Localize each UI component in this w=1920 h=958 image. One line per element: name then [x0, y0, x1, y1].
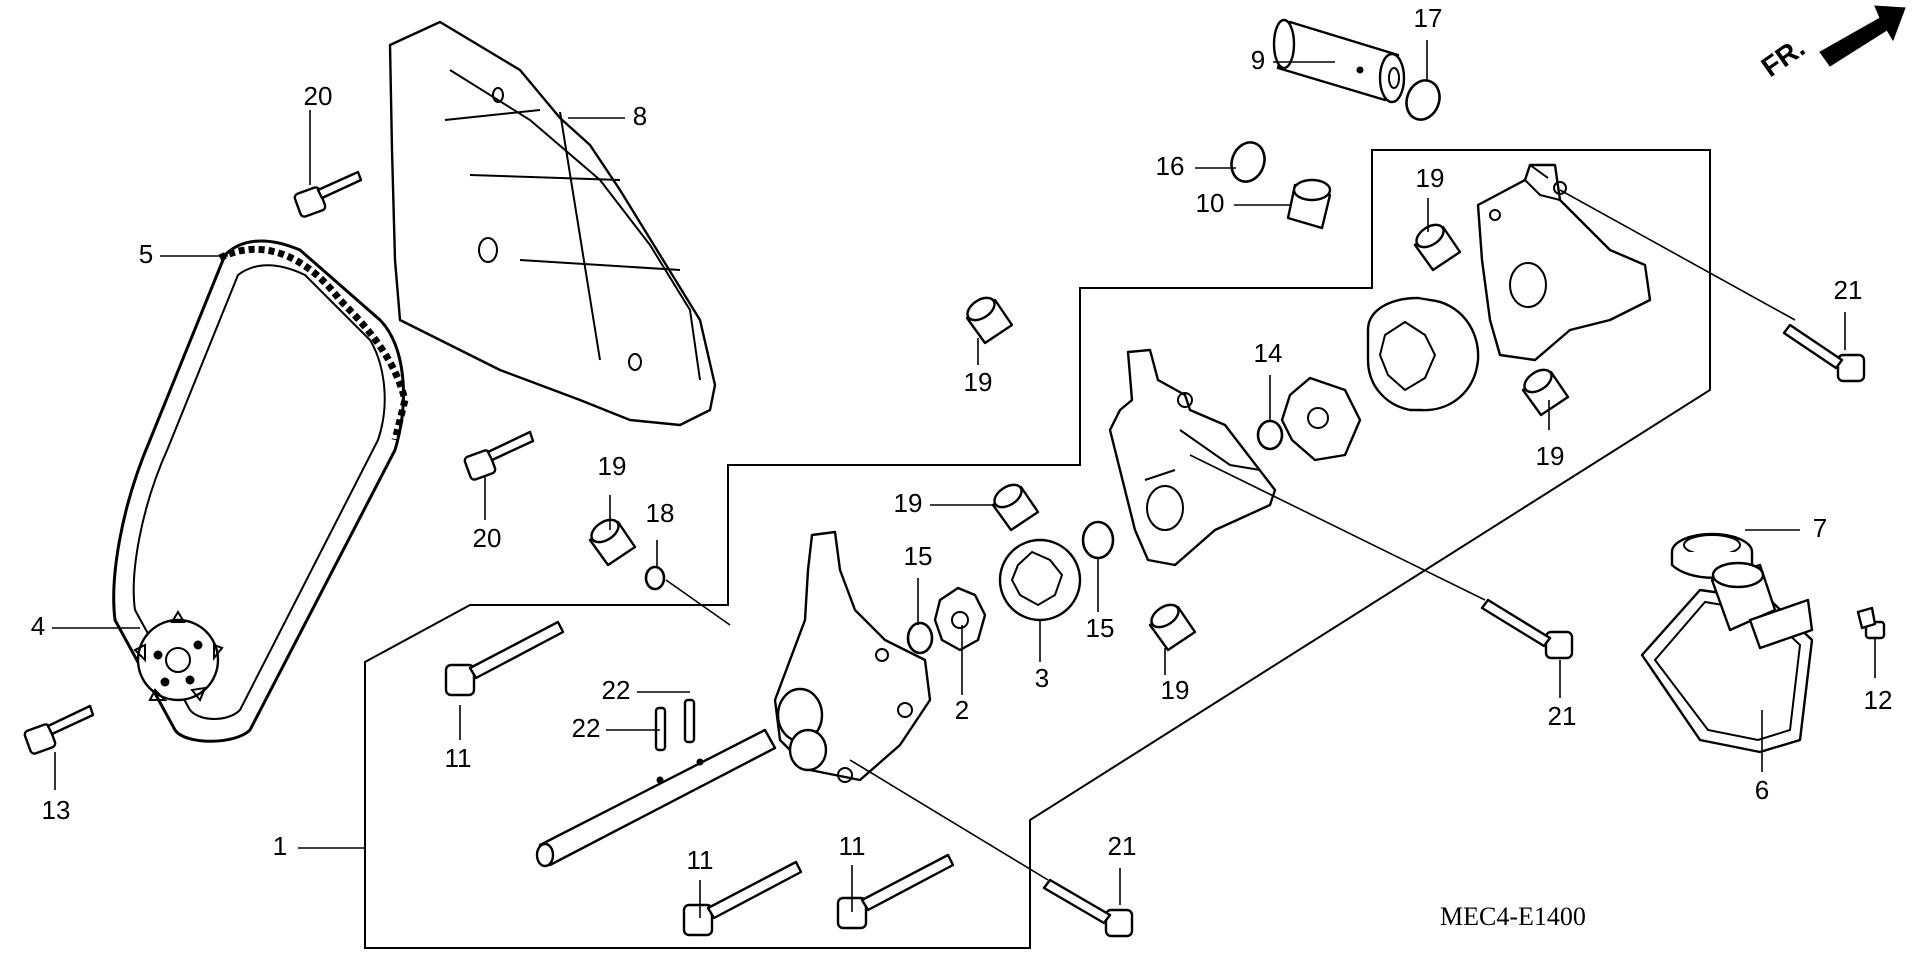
- callout-16: 16: [1156, 151, 1185, 181]
- bolt-11b: [682, 860, 803, 937]
- seal-7: [1670, 532, 1754, 579]
- callout-21c: 21: [1108, 831, 1137, 861]
- bolt-20-mid: [463, 430, 535, 481]
- washer-14: [1256, 419, 1284, 451]
- dowel-pin-19b: [1413, 223, 1462, 272]
- o-ring-16: [1230, 141, 1266, 183]
- leader-lines: [52, 40, 1876, 918]
- assembly-boundary: [364, 149, 1711, 949]
- bolt-11c: [836, 853, 955, 930]
- callout-20b: 20: [473, 523, 502, 553]
- direction-label: FR.: [1756, 32, 1811, 83]
- dowel-pin-19a: [965, 296, 1014, 345]
- callout-22b: 22: [572, 713, 601, 743]
- callout-17: 17: [1414, 3, 1443, 33]
- sprocket: [133, 610, 224, 702]
- callout-8: 8: [633, 101, 647, 131]
- pump-housing-middle: [1108, 348, 1277, 567]
- callout-10: 10: [1196, 188, 1225, 218]
- oil-pipe: [1272, 18, 1406, 104]
- bolt-21c: [1042, 878, 1134, 938]
- chain-guide-plate: [388, 20, 717, 427]
- callout-4: 4: [31, 611, 45, 641]
- inner-rotor-rear: [1280, 376, 1362, 462]
- callout-19e: 19: [964, 367, 993, 397]
- callout-19d: 19: [1536, 441, 1565, 471]
- inner-rotor-2: [933, 586, 987, 652]
- o-ring-17: [1405, 79, 1441, 121]
- callout-18: 18: [646, 498, 675, 528]
- callout-20a: 20: [304, 81, 333, 111]
- callout-11b: 11: [687, 845, 714, 875]
- bolt-12: [1856, 606, 1886, 640]
- bolt-21b: [1480, 598, 1574, 660]
- washer-15a: [906, 621, 934, 655]
- callout-19a: 19: [598, 451, 627, 481]
- outer-rotor-rear: [1366, 296, 1480, 412]
- callout-2: 2: [955, 695, 969, 725]
- callout-19c: 19: [1416, 163, 1445, 193]
- pump-housing-front: [773, 530, 932, 783]
- callout-21a: 21: [1834, 275, 1863, 305]
- callout-1: 1: [273, 831, 287, 861]
- callout-19f: 19: [1161, 675, 1190, 705]
- cam-chain: [112, 239, 409, 743]
- bolt-20-top: [293, 170, 363, 218]
- callout-5: 5: [139, 239, 153, 269]
- callout-9: 9: [1251, 45, 1265, 75]
- bolt-11a: [444, 620, 565, 697]
- callout-3: 3: [1035, 663, 1049, 693]
- dowel-pin-19e: [991, 483, 1040, 532]
- collar-10: [1286, 178, 1332, 230]
- oil-strainer-6: [1640, 561, 1814, 754]
- callout-11c: 11: [839, 831, 866, 861]
- pin-22b: [654, 706, 667, 752]
- callout-12: 12: [1864, 685, 1893, 715]
- bolt-21a: [1782, 323, 1866, 383]
- pin-22a: [683, 698, 696, 744]
- pump-shaft: [535, 728, 777, 868]
- outer-rotor-3: [998, 538, 1082, 622]
- callout-19b: 19: [894, 488, 923, 518]
- dowel-pin-19f: [1148, 603, 1197, 652]
- bolt-13: [23, 704, 95, 755]
- callout-11a: 11: [445, 743, 472, 773]
- o-ring-18: [644, 565, 666, 591]
- callout-15a: 15: [904, 541, 933, 571]
- front-direction-arrow: FR.: [1756, 5, 1906, 83]
- washer-15b: [1081, 520, 1115, 560]
- callout-15b: 15: [1086, 613, 1115, 643]
- callout-7: 7: [1813, 513, 1827, 543]
- diagram-code: MEC4-E1400: [1440, 902, 1586, 931]
- dowel-pin-19d: [588, 518, 637, 567]
- callout-14: 14: [1254, 338, 1283, 368]
- callout-13: 13: [42, 795, 71, 825]
- callouts: 1 2 3 4 5 6 7 8 9 10 11 11 11 12 13 14 1…: [31, 3, 1893, 875]
- pump-housing-rear: [1476, 163, 1652, 362]
- callout-21b: 21: [1548, 701, 1577, 731]
- callout-22a: 22: [602, 675, 631, 705]
- dowel-pin-19c: [1521, 368, 1570, 417]
- callout-6: 6: [1755, 775, 1769, 805]
